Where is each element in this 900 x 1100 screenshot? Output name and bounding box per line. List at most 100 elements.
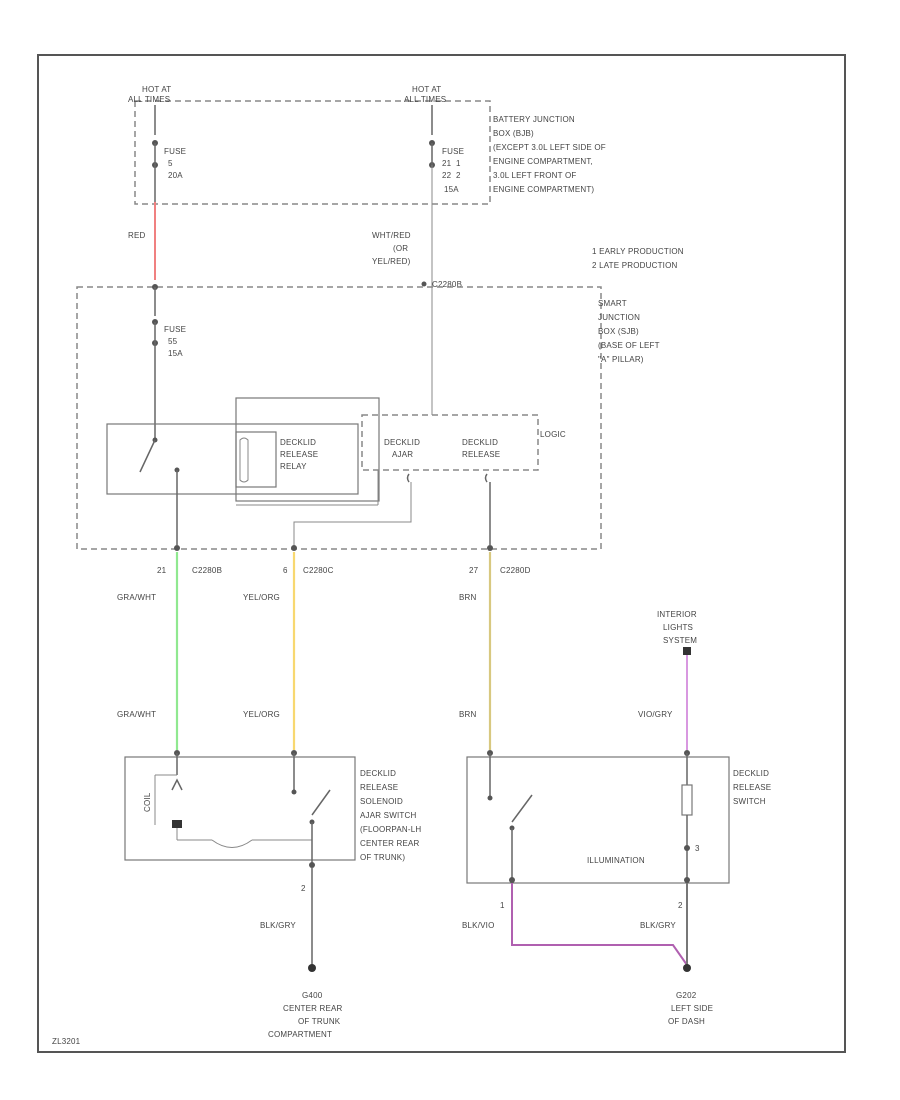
footer-code: ZL3201 xyxy=(52,1037,81,1046)
ajar-route xyxy=(293,482,412,545)
battery-junction-label: BATTERY JUNCTION BOX (BJB) (EXCEPT 3.0L … xyxy=(493,115,606,194)
svg-text:BOX (BJB): BOX (BJB) xyxy=(493,129,534,138)
svg-text:DECKLID: DECKLID xyxy=(462,438,498,447)
conn1-id: C2280B xyxy=(192,566,222,575)
wire-brn-bottom-label: BRN xyxy=(459,710,477,719)
svg-text:OF DASH: OF DASH xyxy=(668,1017,705,1026)
svg-text:3.0L LEFT FRONT OF: 3.0L LEFT FRONT OF xyxy=(493,171,576,180)
release-switch-label: DECKLID RELEASE SWITCH xyxy=(733,769,771,806)
logic-box xyxy=(361,414,539,471)
illumination-pin-3-label: 3 xyxy=(695,844,700,853)
solenoid-pin-2: 2 xyxy=(301,884,306,893)
ground-g400-terminal xyxy=(308,964,316,972)
svg-text:21: 21 xyxy=(442,159,452,168)
switch-pin-2: 2 xyxy=(678,901,683,910)
fuse-5-label: FUSE 5 20A xyxy=(164,147,186,180)
svg-text:SYSTEM: SYSTEM xyxy=(663,636,697,645)
hot-at-all-times-left: HOT AT ALL TIMES xyxy=(128,85,171,104)
svg-text:(FLOORPAN-LH: (FLOORPAN-LH xyxy=(360,825,421,834)
svg-text:55: 55 xyxy=(168,337,178,346)
wire-yel-org-bottom-label: YEL/ORG xyxy=(243,710,280,719)
conn1-top-pin xyxy=(174,545,180,551)
relay-coil-winding xyxy=(239,437,249,483)
svg-text:CENTER REAR: CENTER REAR xyxy=(360,839,420,848)
switch-pin-1: 1 xyxy=(500,901,505,910)
conn2-id: C2280C xyxy=(303,566,334,575)
svg-text:SOLENOID: SOLENOID xyxy=(360,797,403,806)
interior-lights-terminal xyxy=(683,647,691,655)
conn2-pin: 6 xyxy=(283,566,288,575)
solenoid-core xyxy=(172,820,182,828)
fuse-55-label: FUSE 55 15A xyxy=(164,325,186,358)
svg-text:DECKLID: DECKLID xyxy=(733,769,769,778)
svg-text:(OR: (OR xyxy=(393,244,408,253)
svg-text:DECKLID: DECKLID xyxy=(360,769,396,778)
solenoid-box xyxy=(124,756,356,861)
svg-text:RELEASE: RELEASE xyxy=(733,783,771,792)
svg-text:2: 2 xyxy=(456,171,461,180)
svg-text:LIGHTS: LIGHTS xyxy=(663,623,693,632)
wire-red-label: RED xyxy=(128,231,146,240)
svg-text:YEL/RED): YEL/RED) xyxy=(372,257,411,266)
svg-text:OF TRUNK: OF TRUNK xyxy=(298,1017,341,1026)
production-notes: 1 EARLY PRODUCTION 2 LATE PRODUCTION xyxy=(592,247,684,270)
wire-gra-wht-top-label: GRA/WHT xyxy=(117,593,156,602)
svg-text:FUSE: FUSE xyxy=(442,147,464,156)
relay-label: DECKLID RELEASE RELAY xyxy=(280,438,318,471)
wire-blk-vio-label: BLK/VIO xyxy=(462,921,495,930)
svg-text:OF TRUNK): OF TRUNK) xyxy=(360,853,405,862)
ground-g202-label: G202 LEFT SIDE OF DASH xyxy=(668,991,713,1026)
relay-switch-contact xyxy=(139,439,156,473)
svg-text:AJAR: AJAR xyxy=(392,450,413,459)
svg-text:RELAY: RELAY xyxy=(280,462,307,471)
wire-yel-org-top-label: YEL/ORG xyxy=(243,593,280,602)
svg-text:LEFT SIDE: LEFT SIDE xyxy=(671,1004,713,1013)
svg-text:15A: 15A xyxy=(444,185,459,194)
svg-text:ENGINE COMPARTMENT): ENGINE COMPARTMENT) xyxy=(493,185,594,194)
svg-text:SMART: SMART xyxy=(598,299,627,308)
conn2-top-pin xyxy=(291,545,297,551)
conn1-pin: 21 xyxy=(157,566,167,575)
logic-label: LOGIC xyxy=(540,430,566,439)
conn3-pin: 27 xyxy=(469,566,479,575)
svg-text:JUNCTION: JUNCTION xyxy=(598,313,640,322)
connector-c2280b-top-label: C2280B xyxy=(432,280,462,289)
svg-text:(EXCEPT 3.0L LEFT SIDE OF: (EXCEPT 3.0L LEFT SIDE OF xyxy=(493,143,606,152)
svg-text:RELEASE: RELEASE xyxy=(360,783,398,792)
svg-text:ALL TIMES: ALL TIMES xyxy=(404,95,446,104)
svg-text:CENTER REAR: CENTER REAR xyxy=(283,1004,343,1013)
smart-junction-box xyxy=(76,286,602,550)
ground-g400-label: G400 CENTER REAR OF TRUNK COMPARTMENT xyxy=(268,991,343,1039)
svg-text:G400: G400 xyxy=(302,991,323,1000)
solenoid-plunger xyxy=(171,778,183,791)
svg-text:RELEASE: RELEASE xyxy=(462,450,500,459)
wire-vio-gry-label: VIO/GRY xyxy=(638,710,673,719)
wire-gra-wht-bottom-label: GRA/WHT xyxy=(117,710,156,719)
svg-text:AJAR SWITCH: AJAR SWITCH xyxy=(360,811,416,820)
svg-text:1 EARLY PRODUCTION: 1 EARLY PRODUCTION xyxy=(592,247,684,256)
wire-blk-gry-left-label: BLK/GRY xyxy=(260,921,296,930)
svg-text:BATTERY JUNCTION: BATTERY JUNCTION xyxy=(493,115,575,124)
illumination-pin-3 xyxy=(684,845,690,851)
connector-c2280b-top-pin xyxy=(421,281,427,287)
svg-text:HOT AT: HOT AT xyxy=(142,85,171,94)
logic-ajar-label: DECKLID AJAR xyxy=(384,438,420,459)
svg-text:HOT AT: HOT AT xyxy=(412,85,441,94)
release-switch-contact xyxy=(511,794,533,823)
svg-text:1: 1 xyxy=(456,159,461,168)
svg-text:15A: 15A xyxy=(168,349,183,358)
svg-text:BOX (SJB): BOX (SJB) xyxy=(598,327,639,336)
svg-text:DECKLID: DECKLID xyxy=(280,438,316,447)
illumination-label: ILLUMINATION xyxy=(587,856,645,865)
svg-text:DECKLID: DECKLID xyxy=(384,438,420,447)
svg-text:SWITCH: SWITCH xyxy=(733,797,766,806)
svg-text:"A" PILLAR): "A" PILLAR) xyxy=(598,355,644,364)
relay-box xyxy=(106,423,359,495)
wire-wht-red-label: WHT/RED (OR YEL/RED) xyxy=(372,231,411,266)
svg-text:2 LATE PRODUCTION: 2 LATE PRODUCTION xyxy=(592,261,678,270)
wire-blk-vio xyxy=(511,883,688,966)
diagram-frame xyxy=(37,54,846,1053)
wire-brn-top-label: BRN xyxy=(459,593,477,602)
svg-text:FUSE: FUSE xyxy=(164,325,186,334)
